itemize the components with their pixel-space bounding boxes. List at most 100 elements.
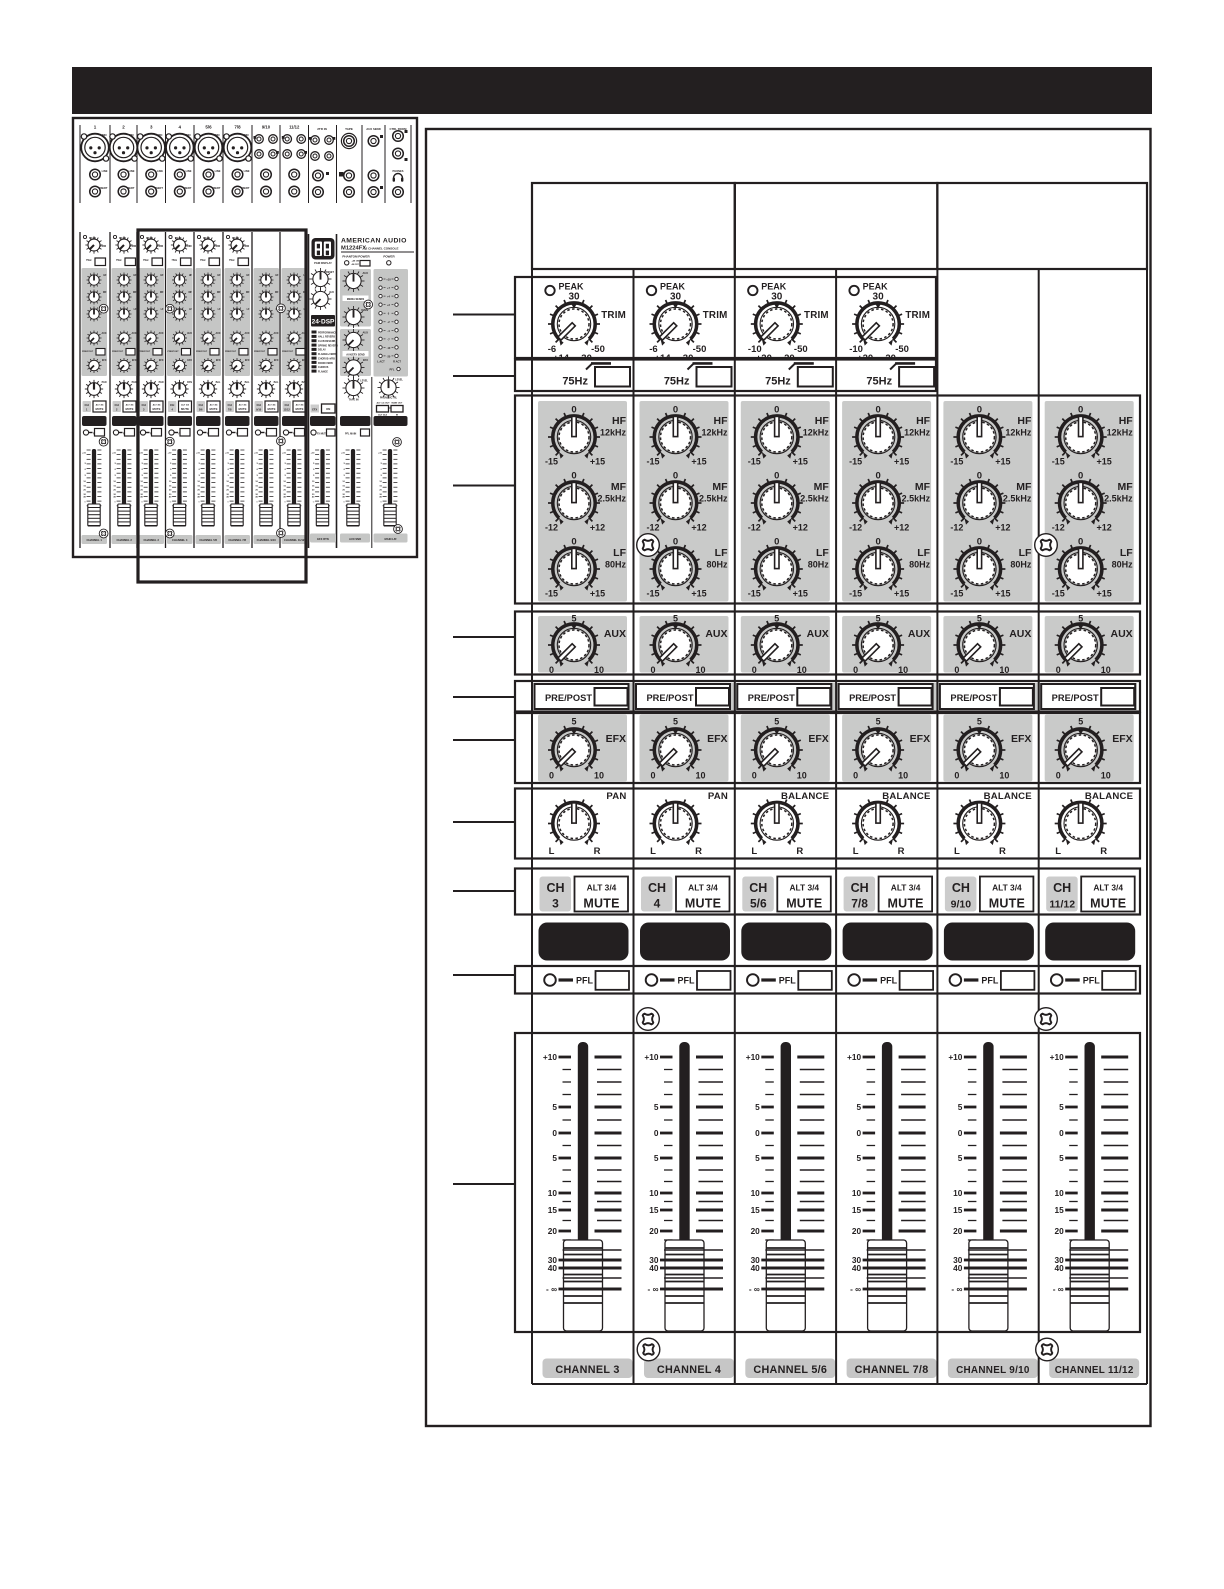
svg-text:75Hz: 75Hz (562, 376, 588, 388)
svg-text:0: 0 (673, 471, 678, 482)
svg-text:5: 5 (774, 614, 779, 624)
svg-text:LINE: LINE (157, 169, 163, 173)
svg-text:CH: CH (952, 881, 970, 895)
svg-text:PRE/POST: PRE/POST (168, 351, 180, 353)
svg-text:+12: +12 (1097, 523, 1112, 533)
svg-text:AUX: AUX (1009, 628, 1031, 640)
svg-text:+15: +15 (1097, 457, 1112, 467)
svg-text:PEAK: PEAK (660, 282, 686, 292)
svg-text:EFX: EFX (159, 359, 164, 362)
svg-text:INSERT: INSERT (153, 186, 163, 190)
svg-text:TRIM: TRIM (186, 245, 192, 248)
svg-text:BAL: BAL (216, 381, 221, 384)
svg-text:80Hz: 80Hz (605, 560, 627, 570)
svg-text:ALT 3/4: ALT 3/4 (268, 404, 277, 407)
svg-text:R: R (796, 846, 803, 857)
svg-text:ALT 3/4: ALT 3/4 (688, 883, 718, 893)
svg-text:+15: +15 (793, 589, 808, 599)
svg-text:+15: +15 (793, 457, 808, 467)
svg-text:CHANNEL 3: CHANNEL 3 (144, 538, 160, 542)
svg-text:MF: MF (217, 291, 221, 294)
svg-text:PEAK: PEAK (863, 282, 889, 292)
svg-text:PFL: PFL (678, 976, 696, 986)
svg-text:PHONES/CTRL: PHONES/CTRL (380, 397, 398, 400)
svg-text:80Hz: 80Hz (808, 560, 830, 570)
svg-text:R ACT: R ACT (393, 360, 401, 364)
svg-text:CH: CH (228, 403, 232, 407)
svg-text:3: 3 (552, 897, 559, 911)
svg-text:MUTE: MUTE (296, 407, 304, 411)
svg-text:PEAK: PEAK (204, 237, 211, 240)
svg-text:PRE/POST: PRE/POST (196, 351, 208, 353)
svg-text:INSERT: INSERT (240, 186, 250, 190)
svg-text:11/12: 11/12 (1049, 899, 1075, 911)
svg-text:-15: -15 (950, 457, 963, 467)
svg-text:80Hz: 80Hz (1010, 560, 1032, 570)
svg-text:MEDIA SENDS: MEDIA SENDS (347, 298, 365, 301)
svg-text:EFX: EFX (302, 359, 307, 362)
svg-text:PRE/POST: PRE/POST (950, 693, 997, 703)
svg-text:2: 2 (116, 408, 118, 412)
svg-text:EFX: EFX (216, 359, 221, 362)
svg-text:0: 0 (954, 771, 959, 781)
svg-text:LF: LF (247, 308, 250, 311)
svg-text:PFL: PFL (779, 976, 797, 986)
svg-text:FX MUTE: FX MUTE (317, 434, 328, 436)
svg-text:75Hz: 75Hz (143, 259, 149, 262)
svg-text:HALL REVERB: HALL REVERB (318, 336, 335, 339)
svg-text:AUX SND: AUX SND (349, 537, 361, 541)
svg-text:ALT 3/4: ALT 3/4 (96, 404, 105, 407)
svg-text:0: 0 (1056, 665, 1061, 675)
svg-text:CH: CH (170, 403, 174, 407)
svg-text:HF: HF (916, 415, 931, 427)
svg-text:MAIN L/R: MAIN L/R (385, 537, 397, 541)
svg-text:POWER: POWER (383, 255, 395, 259)
svg-text:PHANTOM POWER: PHANTOM POWER (342, 255, 370, 259)
svg-text:PEAK: PEAK (147, 237, 154, 240)
svg-text:0: 0 (977, 471, 982, 482)
svg-text:MF: MF (246, 291, 250, 294)
svg-text:-12: -12 (545, 523, 558, 533)
svg-text:PFL: PFL (880, 976, 898, 986)
svg-text:-15: -15 (545, 589, 558, 599)
svg-text:7/8: 7/8 (851, 897, 868, 911)
svg-text:-20: -20 (387, 354, 391, 358)
svg-text:0: 0 (549, 771, 554, 781)
svg-text:MUTE: MUTE (583, 897, 619, 911)
svg-text:5: 5 (876, 717, 881, 727)
svg-text:0: 0 (673, 537, 678, 548)
svg-text:DELAY: DELAY (318, 349, 326, 352)
svg-text:MUTE: MUTE (153, 407, 161, 411)
svg-text:0: 0 (752, 771, 757, 781)
svg-text:+15: +15 (995, 457, 1010, 467)
svg-text:-15: -15 (545, 457, 558, 467)
svg-text:0: 0 (1078, 537, 1083, 548)
svg-text:+15: +15 (995, 589, 1010, 599)
svg-text:HF: HF (714, 415, 729, 427)
svg-text:+15: +15 (1097, 589, 1112, 599)
svg-text:3: 3 (143, 408, 145, 412)
svg-text:HF: HF (612, 415, 627, 427)
svg-text:R: R (695, 846, 702, 857)
svg-text:LF: LF (613, 547, 626, 559)
svg-text:MAIN: MAIN (361, 308, 368, 312)
svg-text:-15: -15 (646, 589, 659, 599)
svg-text:PEAK: PEAK (233, 237, 240, 240)
svg-text:5: 5 (571, 717, 576, 727)
svg-text:BALANCE: BALANCE (882, 791, 931, 802)
svg-text:MF: MF (275, 291, 279, 294)
svg-text:TAPE: TAPE (345, 127, 353, 131)
svg-text:LEVEL: LEVEL (360, 380, 368, 383)
svg-text:CH: CH (546, 881, 564, 895)
svg-text:ROOM VERB: ROOM VERB (318, 362, 333, 365)
svg-text:MF: MF (103, 291, 107, 294)
svg-text:CLUB REVERB: CLUB REVERB (318, 340, 336, 343)
svg-text:12kHz: 12kHz (701, 428, 728, 438)
svg-text:PHONES: PHONES (393, 169, 404, 173)
svg-text:IN: IN (396, 415, 399, 417)
svg-text:BAL: BAL (302, 381, 307, 384)
svg-text:PRE/POST: PRE/POST (225, 351, 237, 353)
svg-text:MF: MF (189, 291, 193, 294)
svg-text:MIC: MIC (244, 133, 249, 137)
svg-text:0: 0 (752, 665, 757, 675)
